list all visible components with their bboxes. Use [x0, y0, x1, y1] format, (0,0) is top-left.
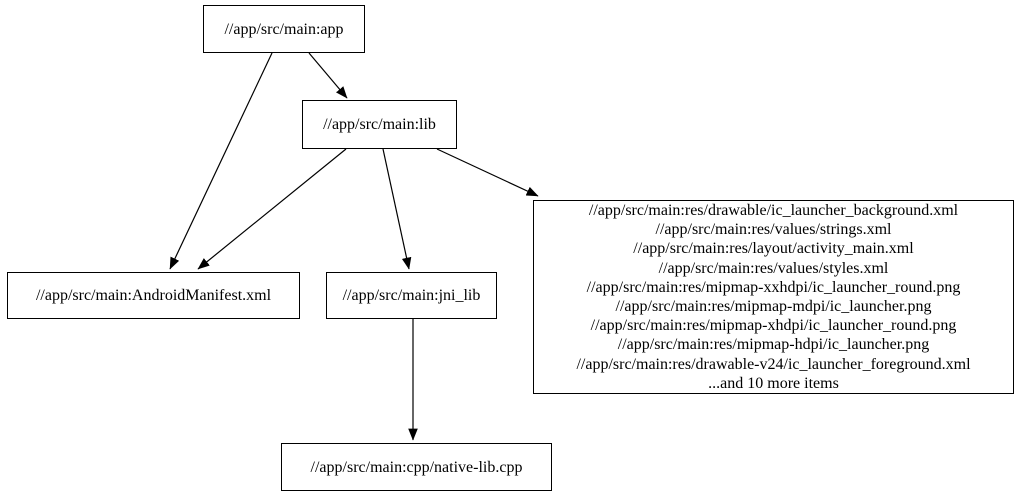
res-file-item: //app/src/main:res/values/strings.xml: [655, 221, 892, 239]
edge-app-to-manifest: [169, 52, 273, 270]
res-more-items-note: ...and 10 more items: [708, 374, 839, 392]
edge-lib-to-res-group: [436, 148, 539, 197]
node-android-manifest: //app/src/main:AndroidManifest.xml: [7, 272, 300, 319]
node-lib-label: //app/src/main:lib: [323, 116, 436, 133]
node-jni-lib: //app/src/main:jni_lib: [326, 272, 497, 319]
res-file-item: //app/src/main:res/drawable/ic_launcher_…: [588, 201, 959, 219]
res-file-item: //app/src/main:res/layout/activity_main.…: [633, 240, 914, 258]
res-file-item: //app/src/main:res/mipmap-hdpi/ic_launch…: [617, 336, 930, 354]
res-file-item: //app/src/main:res/values/styles.xml: [658, 259, 889, 277]
node-android-manifest-label: //app/src/main:AndroidManifest.xml: [35, 287, 272, 304]
node-jni-lib-label: //app/src/main:jni_lib: [342, 287, 481, 304]
res-file-item: //app/src/main:res/mipmap-mdpi/ic_launch…: [615, 298, 932, 315]
res-file-item: //app/src/main:res/mipmap-xhdpi/ic_launc…: [590, 317, 957, 335]
res-file-item: //app/src/main:res/mipmap-xxhdpi/ic_laun…: [586, 278, 961, 296]
res-file-item: //app/src/main:res/drawable-v24/ic_launc…: [576, 355, 971, 373]
edge-app-to-lib: [308, 52, 348, 99]
node-native-lib-cpp: //app/src/main:cpp/native-lib.cpp: [281, 443, 552, 491]
node-res-filegroup: //app/src/main:res/drawable/ic_launcher_…: [533, 200, 1014, 394]
node-lib: //app/src/main:lib: [302, 100, 457, 149]
edge-lib-to-jni-lib: [382, 148, 412, 270]
node-app-label: //app/src/main:app: [224, 20, 344, 38]
node-app: //app/src/main:app: [203, 5, 365, 53]
edge-lib-to-manifest: [197, 148, 347, 270]
node-native-lib-cpp-label: //app/src/main:cpp/native-lib.cpp: [310, 458, 523, 476]
